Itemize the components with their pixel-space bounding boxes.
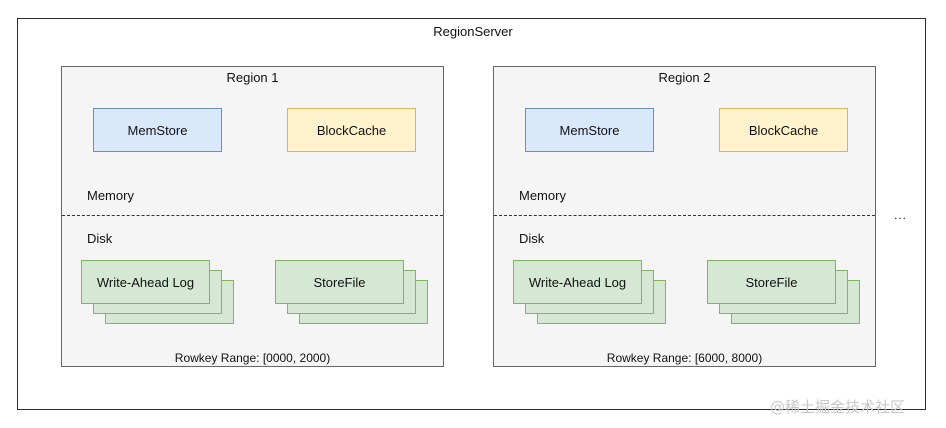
region-1-memory-label: Memory xyxy=(87,188,134,203)
region-1-disk-label: Disk xyxy=(87,231,113,246)
region-2-wal: Write-Ahead Log xyxy=(513,260,642,304)
region-2-memory-disk-divider xyxy=(494,215,875,216)
region-2-storefile-stack: StoreFile xyxy=(707,260,862,325)
region-2-disk-label: Disk xyxy=(519,231,545,246)
region-2-memory-label: Memory xyxy=(519,188,566,203)
region-1-memory-disk-divider xyxy=(62,215,443,216)
region-2-storefile: StoreFile xyxy=(707,260,836,304)
region-1: Region 1 MemStore BlockCache Memory Disk… xyxy=(61,66,444,367)
region-2-memstore: MemStore xyxy=(525,108,654,152)
region-2: Region 2 MemStore BlockCache Memory Disk… xyxy=(493,66,876,367)
region-2-blockcache: BlockCache xyxy=(719,108,848,152)
region-1-wal: Write-Ahead Log xyxy=(81,260,210,304)
more-regions-ellipsis: ... xyxy=(894,208,908,222)
region-1-memstore: MemStore xyxy=(93,108,222,152)
region-1-title: Region 1 xyxy=(226,70,279,85)
region-2-wal-stack: Write-Ahead Log xyxy=(513,260,668,325)
region-1-storefile-stack: StoreFile xyxy=(275,260,430,325)
region-1-rowkey-range: Rowkey Range: [0000, 2000) xyxy=(174,351,331,365)
region-1-storefile: StoreFile xyxy=(275,260,404,304)
watermark: @稀土掘金技术社区 xyxy=(770,398,906,416)
region-2-rowkey-range: Rowkey Range: [6000, 8000) xyxy=(606,351,763,365)
region-server-title: RegionServer xyxy=(433,24,513,39)
region-2-title: Region 2 xyxy=(658,70,711,85)
region-1-blockcache: BlockCache xyxy=(287,108,416,152)
region-1-wal-stack: Write-Ahead Log xyxy=(81,260,236,325)
